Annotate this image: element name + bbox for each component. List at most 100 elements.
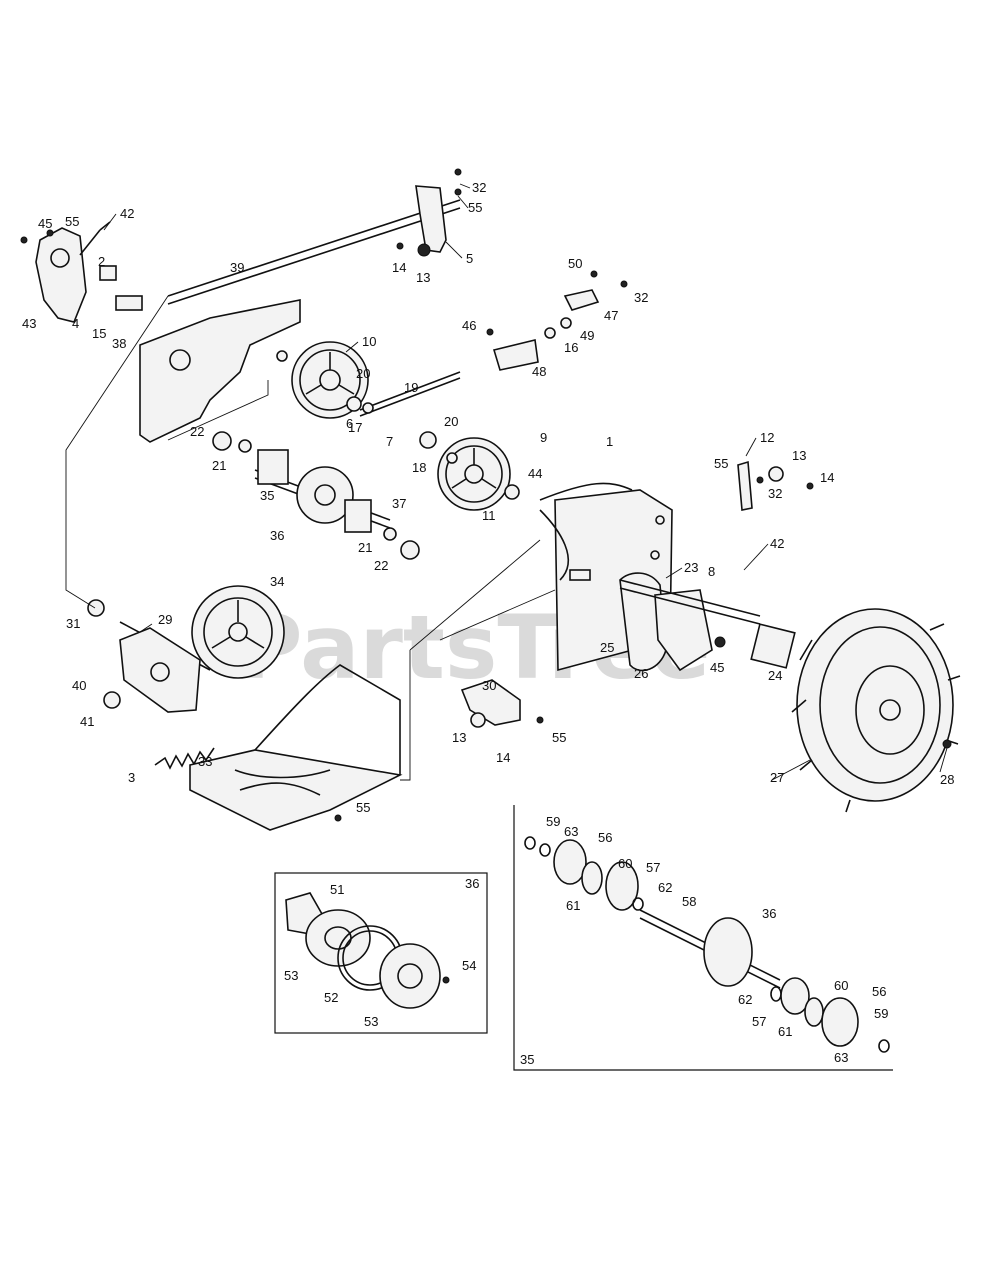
callout-9: 9 [540, 430, 547, 445]
spring [154, 747, 215, 770]
callout-45: 45 [710, 660, 724, 675]
callout-31: 31 [66, 616, 80, 631]
callout-20: 20 [356, 366, 370, 381]
callout-labels: 32 55 5 14 13 45 55 42 2 43 4 15 38 39 5… [22, 180, 954, 1065]
drive-pulley [191, 585, 285, 679]
arm [737, 460, 784, 511]
inset-shaft-assembly: 35 [513, 805, 893, 1071]
callout-25: 25 [600, 640, 614, 655]
callout-60: 60 [618, 856, 632, 871]
callout-20: 20 [444, 414, 458, 429]
callout-44: 44 [528, 466, 542, 481]
axle-housing [619, 572, 796, 672]
callout-13: 13 [792, 448, 806, 463]
callout-16: 16 [564, 340, 578, 355]
callout-43: 43 [22, 316, 36, 331]
callout-56: 56 [872, 984, 886, 999]
callout-32: 32 [634, 290, 648, 305]
gear-middle [437, 437, 511, 511]
callout-55: 55 [356, 800, 370, 815]
idler-bracket [87, 599, 211, 713]
callout-51: 51 [330, 882, 344, 897]
callout-36: 36 [762, 906, 776, 921]
callout-13: 13 [416, 270, 430, 285]
callout-57: 57 [752, 1014, 766, 1029]
callout-61: 61 [778, 1024, 792, 1039]
callout-53: 53 [284, 968, 298, 983]
shift-bracket [35, 221, 143, 323]
callout-47: 47 [604, 308, 618, 323]
callout-63: 63 [564, 824, 578, 839]
lower-bracket [460, 679, 521, 728]
callout-28: 28 [940, 772, 954, 787]
callout-14: 14 [496, 750, 510, 765]
callout-38: 38 [112, 336, 126, 351]
drive-shaft [254, 449, 391, 533]
reference-lines [65, 295, 556, 781]
callout-24: 24 [768, 668, 782, 683]
callout-32: 32 [472, 180, 486, 195]
callout-18: 18 [412, 460, 426, 475]
callout-60: 60 [834, 978, 848, 993]
callout-23: 23 [684, 560, 698, 575]
callout-55: 55 [552, 730, 566, 745]
callout-19: 19 [404, 380, 418, 395]
callout-48: 48 [532, 364, 546, 379]
callout-8: 8 [708, 564, 715, 579]
callout-11: 11 [482, 508, 496, 523]
callout-45: 45 [38, 216, 52, 231]
callout-40: 40 [72, 678, 86, 693]
callout-14: 14 [820, 470, 834, 485]
inset-35-label: 35 [520, 1052, 534, 1067]
callout-26: 26 [634, 666, 648, 681]
callout-42: 42 [770, 536, 784, 551]
callout-17: 17 [348, 420, 362, 435]
callout-37: 37 [392, 496, 406, 511]
callout-35: 35 [260, 488, 274, 503]
callout-62: 62 [738, 992, 752, 1007]
callout-61: 61 [566, 898, 580, 913]
callout-22: 22 [190, 424, 204, 439]
callout-52: 52 [324, 990, 338, 1005]
callout-29: 29 [158, 612, 172, 627]
callout-39: 39 [230, 260, 244, 275]
callout-14: 14 [392, 260, 406, 275]
callout-2: 2 [98, 254, 105, 269]
callout-46: 46 [462, 318, 476, 333]
bottom-cover [189, 664, 403, 831]
callout-1: 1 [606, 434, 613, 449]
main-shaft-assembly [139, 185, 461, 443]
callout-54: 54 [462, 958, 476, 973]
callout-42: 42 [120, 206, 134, 221]
callout-63: 63 [834, 1050, 848, 1065]
leader-lines [103, 183, 948, 781]
callout-6: 6 [346, 416, 353, 431]
callout-49: 49 [580, 328, 594, 343]
callout-22: 22 [374, 558, 388, 573]
callout-21: 21 [212, 458, 226, 473]
callout-58: 58 [682, 894, 696, 909]
callout-12: 12 [760, 430, 774, 445]
callout-56: 56 [598, 830, 612, 845]
bushings [212, 350, 520, 560]
callout-50: 50 [568, 256, 582, 271]
callout-21: 21 [358, 540, 372, 555]
callout-34: 34 [270, 574, 284, 589]
callout-7: 7 [386, 434, 393, 449]
callout-53: 53 [364, 1014, 378, 1029]
callout-5: 5 [466, 251, 473, 266]
callout-10: 10 [362, 334, 376, 349]
callout-62: 62 [658, 880, 672, 895]
callout-30: 30 [482, 678, 496, 693]
callout-41: 41 [80, 714, 94, 729]
callout-13: 13 [452, 730, 466, 745]
callout-57: 57 [646, 860, 660, 875]
callout-59: 59 [546, 814, 560, 829]
callout-55: 55 [65, 214, 79, 229]
callout-55: 55 [468, 200, 482, 215]
callout-4: 4 [72, 316, 79, 331]
inset-friction-wheel: 36 [274, 872, 488, 1034]
inset-36-label: 36 [465, 876, 479, 891]
callout-59: 59 [874, 1006, 888, 1021]
